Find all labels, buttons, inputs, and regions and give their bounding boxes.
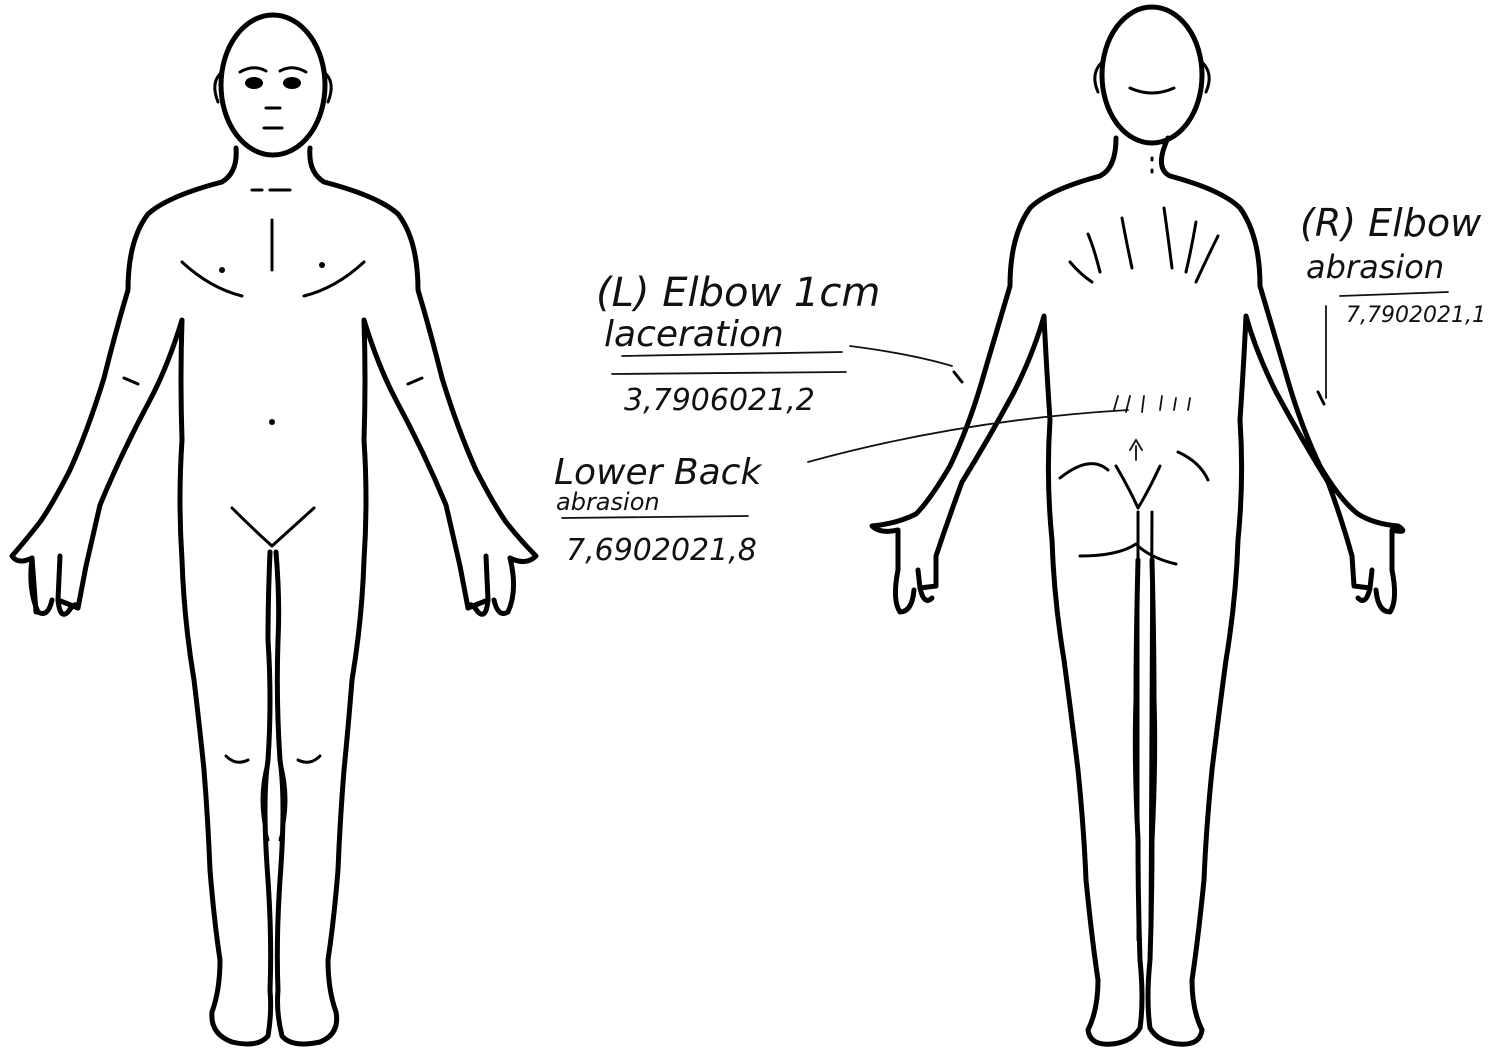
front-right-knee [298, 756, 320, 762]
back-head [1102, 7, 1202, 143]
back-scapula-lines [1070, 208, 1218, 282]
front-right-eye [283, 77, 301, 89]
lower-back-label-line1: Lower Back [554, 452, 763, 493]
front-groin [232, 508, 314, 546]
right-elbow-label-line2: abrasion [1306, 248, 1444, 286]
back-left-hand [895, 570, 932, 612]
right-elbow-annotation: (R) Elbow abrasion 7,7902021,1 [1300, 201, 1486, 328]
left-elbow-underline [612, 352, 846, 374]
back-right-elbow-mark [1318, 392, 1324, 404]
left-elbow-label-line3: 3,7906021,2 [624, 383, 815, 418]
back-view-figure [872, 7, 1403, 1044]
right-elbow-label-line3: 7,7902021,1 [1346, 303, 1486, 328]
front-view-figure [12, 15, 536, 1044]
back-left-elbow-mark [954, 372, 962, 382]
front-left-nipple [219, 267, 225, 273]
lower-back-label-line2: abrasion [556, 488, 660, 516]
front-left-pec [182, 262, 242, 296]
front-right-pec [304, 262, 364, 296]
front-body-outline [12, 148, 536, 1044]
front-right-nipple [319, 262, 325, 268]
front-left-elbow-mark [124, 378, 138, 384]
lower-back-label-line3: 7,6902021,8 [566, 533, 757, 568]
front-right-hand [31, 558, 78, 614]
lower-back-annotation: Lower Back abrasion 7,6902021,8 [554, 452, 763, 568]
back-buttocks [1060, 452, 1208, 564]
left-elbow-label-line2: laceration [604, 314, 784, 355]
front-head [221, 15, 325, 155]
lower-back-underline [562, 516, 748, 518]
left-elbow-label-line1: (L) Elbow 1cm [596, 270, 880, 316]
lower-back-abrasion-marks [1114, 396, 1190, 460]
front-left-eye [245, 77, 263, 89]
front-navel [269, 419, 275, 425]
front-left-knee [226, 756, 248, 762]
front-left-brow [240, 68, 266, 72]
right-elbow-underline [1340, 292, 1448, 296]
back-hairline [1130, 88, 1174, 93]
back-right-hand [1358, 570, 1395, 612]
left-elbow-leader-line [850, 346, 952, 366]
front-left-hand [468, 558, 514, 614]
front-right-brow [280, 68, 306, 72]
right-elbow-label-line1: (R) Elbow [1300, 201, 1482, 245]
front-right-elbow-mark [408, 378, 422, 384]
left-elbow-annotation: (L) Elbow 1cm laceration 3,7906021,2 [596, 270, 880, 418]
